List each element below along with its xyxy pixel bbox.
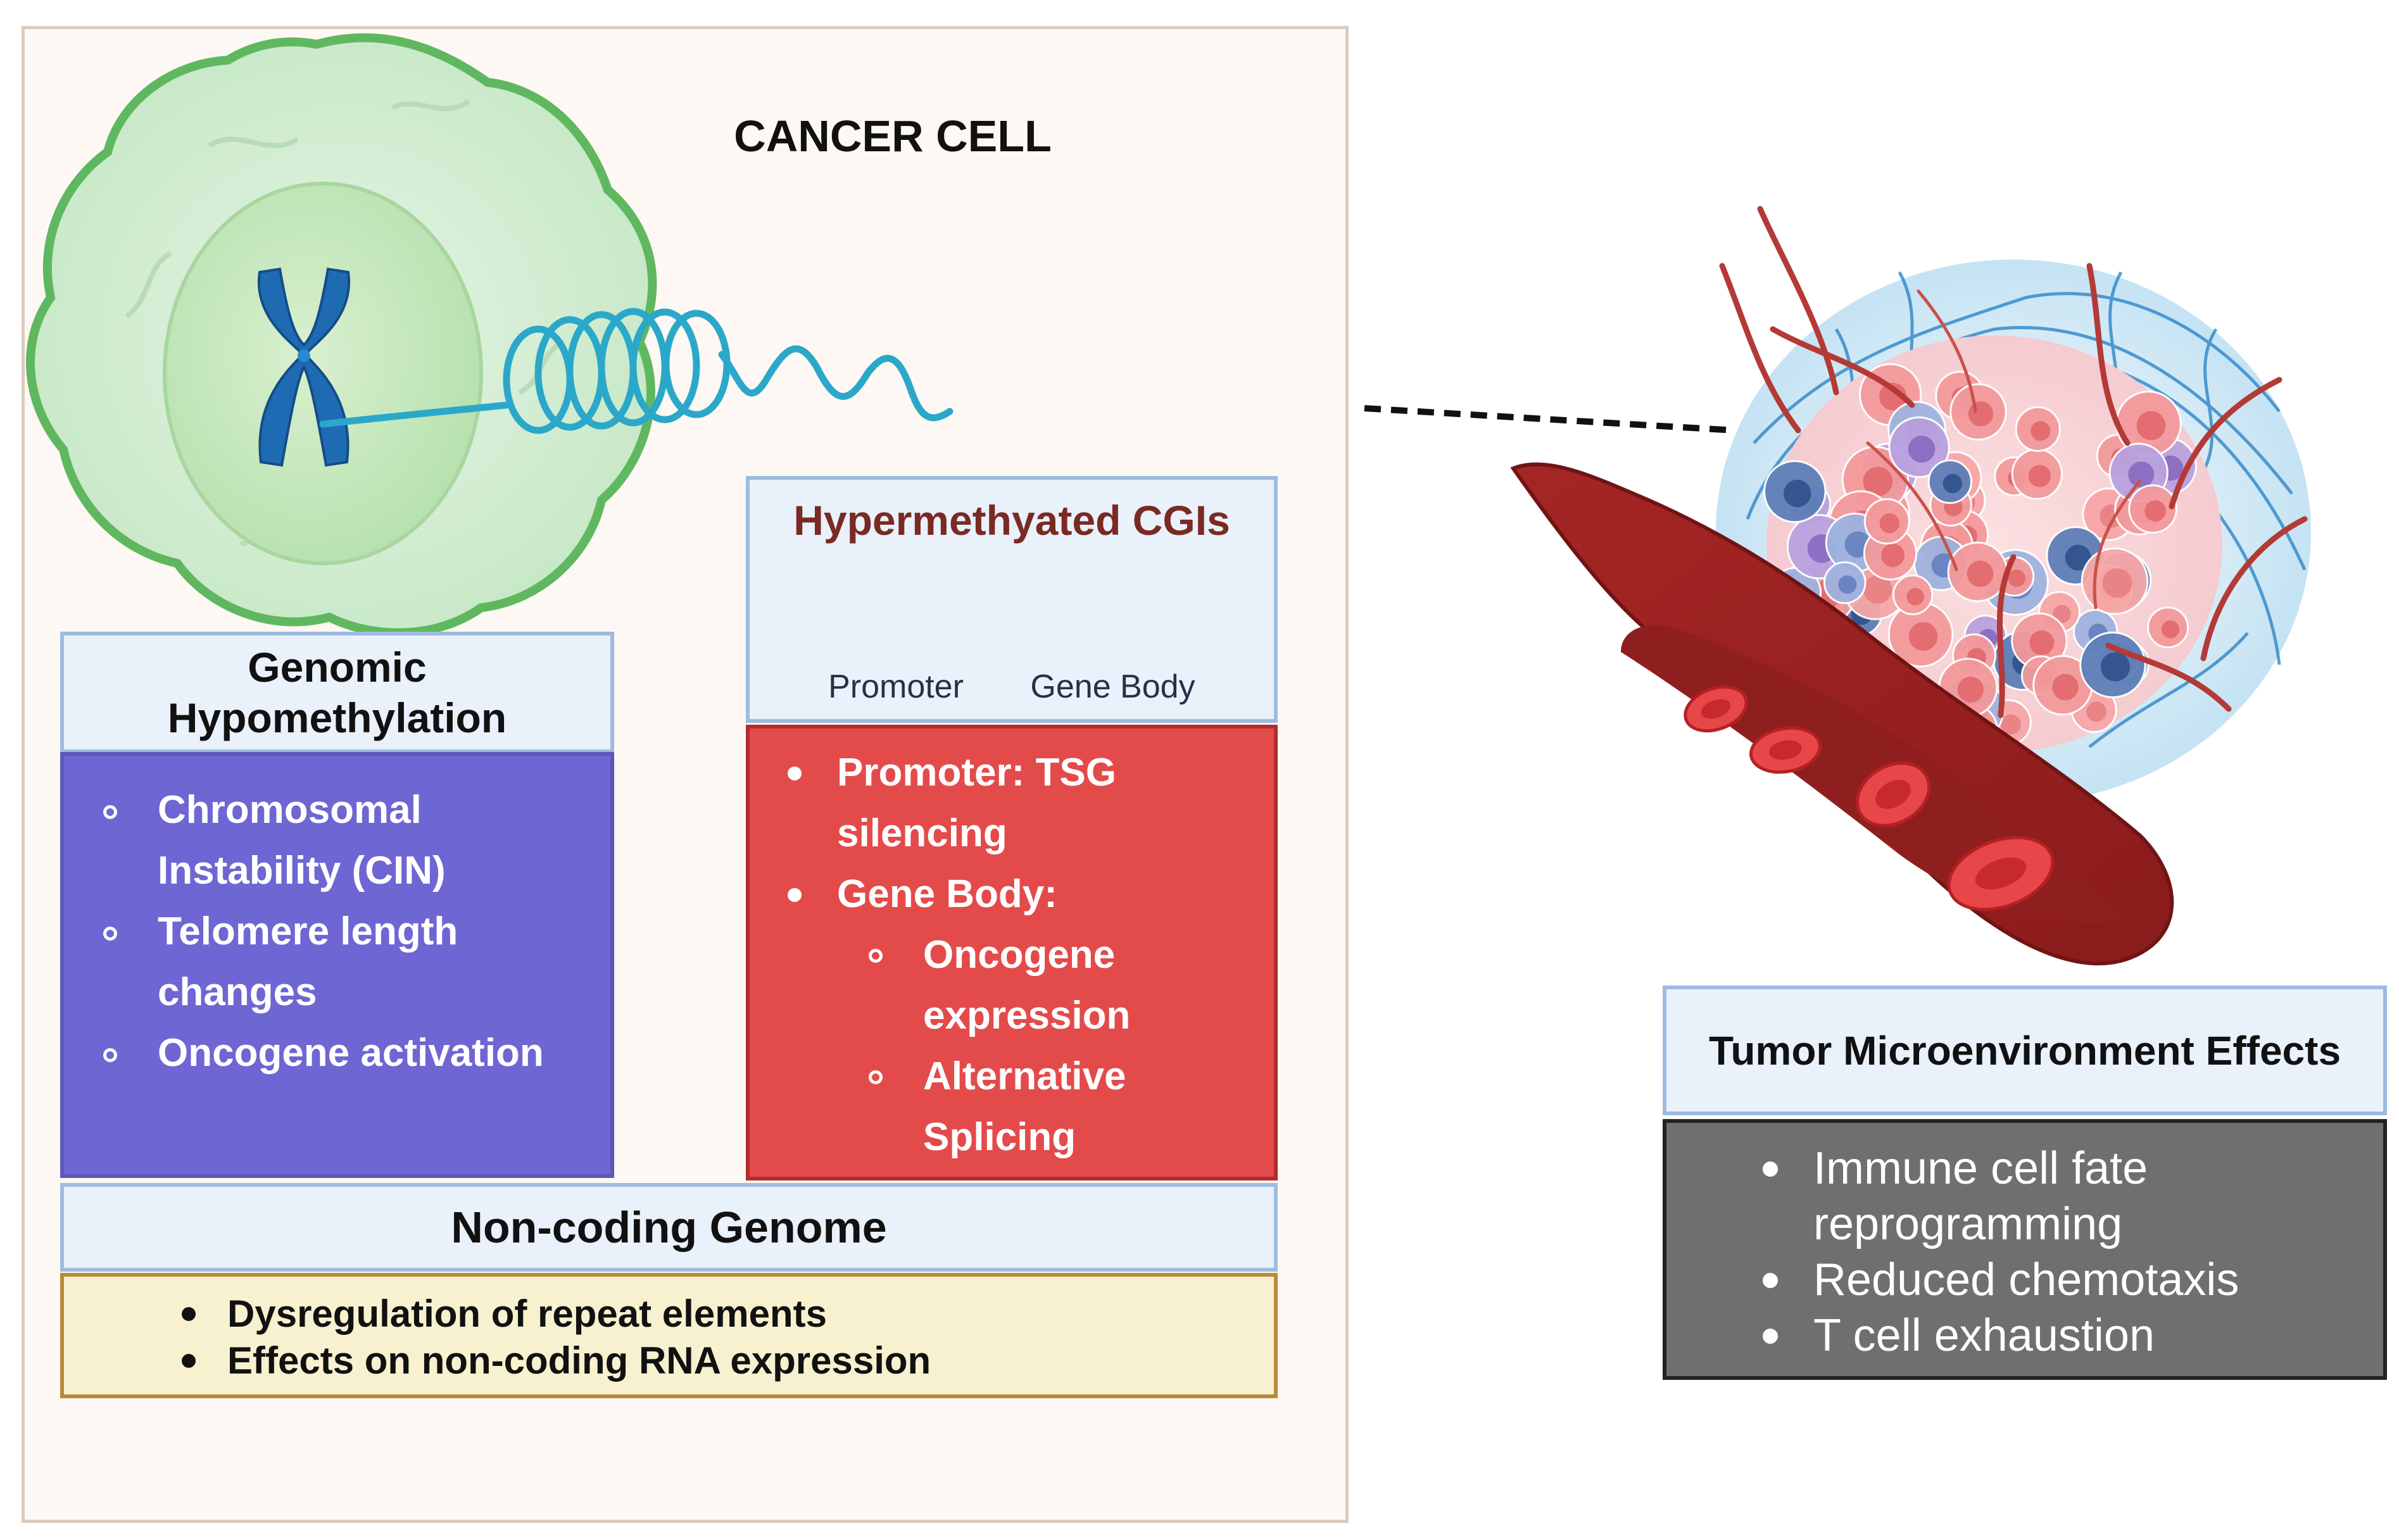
gene-body-label: Gene Body (1030, 668, 1195, 705)
list-item: Immune cell fate reprogramming (1763, 1141, 2371, 1252)
open-circle-bullet-icon (103, 927, 117, 941)
tme-title: Tumor Microenvironment Effects (1708, 1027, 2341, 1074)
noncoding-genome-header: Non-coding Genome (60, 1183, 1278, 1272)
open-circle-bullet-icon (103, 1048, 117, 1062)
list-item: Gene Body: (788, 864, 1261, 925)
blood-vessel-icon (1510, 462, 2174, 966)
list-item: Oncogene activation (103, 1023, 598, 1084)
list-item: Effects on non-coding RNA expression (182, 1337, 1261, 1384)
tme-header: Tumor Microenvironment Effects (1663, 986, 2387, 1115)
cancer-cell-title: CANCER CELL (734, 111, 1052, 161)
chromosome-icon (257, 267, 351, 467)
noncoding-genome-title: Non-coding Genome (451, 1203, 887, 1252)
list-item: Chromosomal Instability (CIN) (103, 780, 598, 901)
promoter-label: Promoter (828, 668, 964, 705)
hypermethylated-cgis-title: Hypermethyated CGIs (793, 497, 1230, 544)
list-item: Dysregulation of repeat elements (182, 1291, 1261, 1337)
bullet-icon (1763, 1161, 1778, 1177)
cancer-cell-icon (26, 33, 657, 637)
bullet-icon (182, 1307, 196, 1321)
open-circle-bullet-icon (869, 1070, 883, 1084)
genomic-hypomethylation-title-line1: Genomic (248, 644, 427, 691)
genomic-hypomethylation-header: Genomic Hypomethylation (60, 632, 614, 753)
hypermethylated-cgis-list: Promoter: TSG silencing Gene Body: Oncog… (746, 725, 1278, 1180)
list-item: Promoter: TSG silencing (788, 742, 1261, 864)
dna-coil-icon (319, 308, 954, 434)
list-item: Telomere length changes (103, 901, 598, 1023)
open-circle-bullet-icon (869, 949, 883, 963)
open-circle-bullet-icon (103, 805, 117, 819)
tme-list: Immune cell fate reprogramming Reduced c… (1663, 1119, 2387, 1380)
bullet-icon (182, 1354, 196, 1368)
tumor-tissue-icon (1716, 206, 2311, 804)
bullet-icon (788, 767, 802, 780)
bullet-icon (1763, 1273, 1778, 1288)
list-item: Reduced chemotaxis (1763, 1252, 2371, 1308)
bullet-icon (1763, 1329, 1778, 1344)
list-item: Alternative Splicing (837, 1046, 1261, 1168)
connector-line (1364, 405, 1735, 434)
genomic-hypomethylation-list: Chromosomal Instability (CIN) Telomere l… (60, 752, 614, 1178)
list-item: T cell exhaustion (1763, 1308, 2371, 1363)
bullet-icon (788, 888, 802, 902)
hypermethylated-cgis-header: Hypermethyated CGIs (746, 476, 1278, 723)
list-item: Oncogene expression (837, 925, 1261, 1046)
noncoding-genome-list: Dysregulation of repeat elements Effects… (60, 1273, 1278, 1398)
genomic-hypomethylation-title-line2: Hypomethylation (167, 694, 507, 741)
